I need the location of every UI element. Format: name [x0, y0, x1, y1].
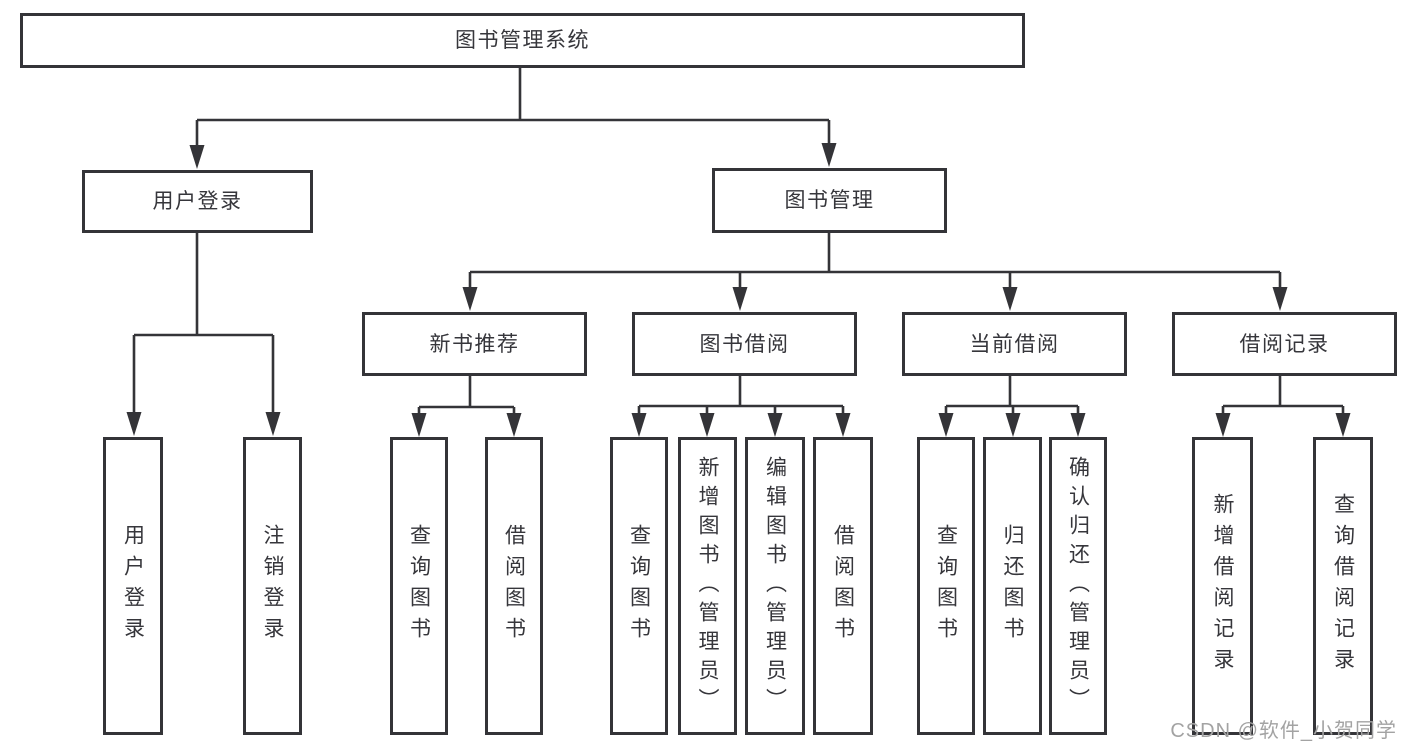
leaf-label: 查询借阅记录	[1331, 493, 1355, 679]
leaf-newbook-query-book: 查询图书	[390, 437, 448, 735]
leaf-current-confirm-return-admin: 确认归还（管理员）	[1049, 437, 1107, 735]
leaf-records-query-record: 查询借阅记录	[1313, 437, 1373, 735]
leaf-label: 查询图书	[407, 524, 431, 648]
leaf-label: 用户登录	[121, 524, 145, 648]
leaf-current-query-book: 查询图书	[917, 437, 975, 735]
leaf-user-login: 用户登录	[103, 437, 163, 735]
node-book-borrow: 图书借阅	[632, 312, 857, 376]
node-current-borrow: 当前借阅	[902, 312, 1127, 376]
leaf-label: 查询图书	[627, 524, 651, 648]
leaf-borrow-borrow-book: 借阅图书	[813, 437, 873, 735]
leaf-label: 借阅图书	[502, 524, 526, 648]
leaf-label: 注销登录	[261, 524, 284, 648]
leaf-label: 新增借阅记录	[1211, 493, 1234, 679]
leaf-label: 借阅图书	[831, 524, 855, 648]
leaf-borrow-query-book: 查询图书	[610, 437, 668, 735]
leaf-label: 编辑图书（管理员）	[763, 455, 787, 717]
leaf-records-add-record: 新增借阅记录	[1192, 437, 1253, 735]
node-borrow-records: 借阅记录	[1172, 312, 1397, 376]
node-user-login: 用户登录	[82, 170, 313, 233]
leaf-newbook-borrow-book: 借阅图书	[485, 437, 543, 735]
node-root-system: 图书管理系统	[20, 13, 1025, 68]
leaf-current-return-book: 归还图书	[983, 437, 1042, 735]
node-book-management: 图书管理	[712, 168, 947, 233]
leaf-label: 新增图书（管理员）	[696, 455, 719, 717]
leaf-label: 确认归还（管理员）	[1066, 455, 1090, 717]
arrowheads	[126, 143, 1351, 437]
leaf-borrow-edit-book-admin: 编辑图书（管理员）	[745, 437, 805, 735]
leaf-borrow-add-book-admin: 新增图书（管理员）	[678, 437, 737, 735]
leaf-label: 归还图书	[1001, 524, 1024, 648]
node-new-book-recommend: 新书推荐	[362, 312, 587, 376]
leaf-logout-login: 注销登录	[243, 437, 302, 735]
csdn-watermark: CSDN @软件_小贺同学	[1170, 720, 1397, 742]
leaf-label: 查询图书	[934, 524, 958, 648]
